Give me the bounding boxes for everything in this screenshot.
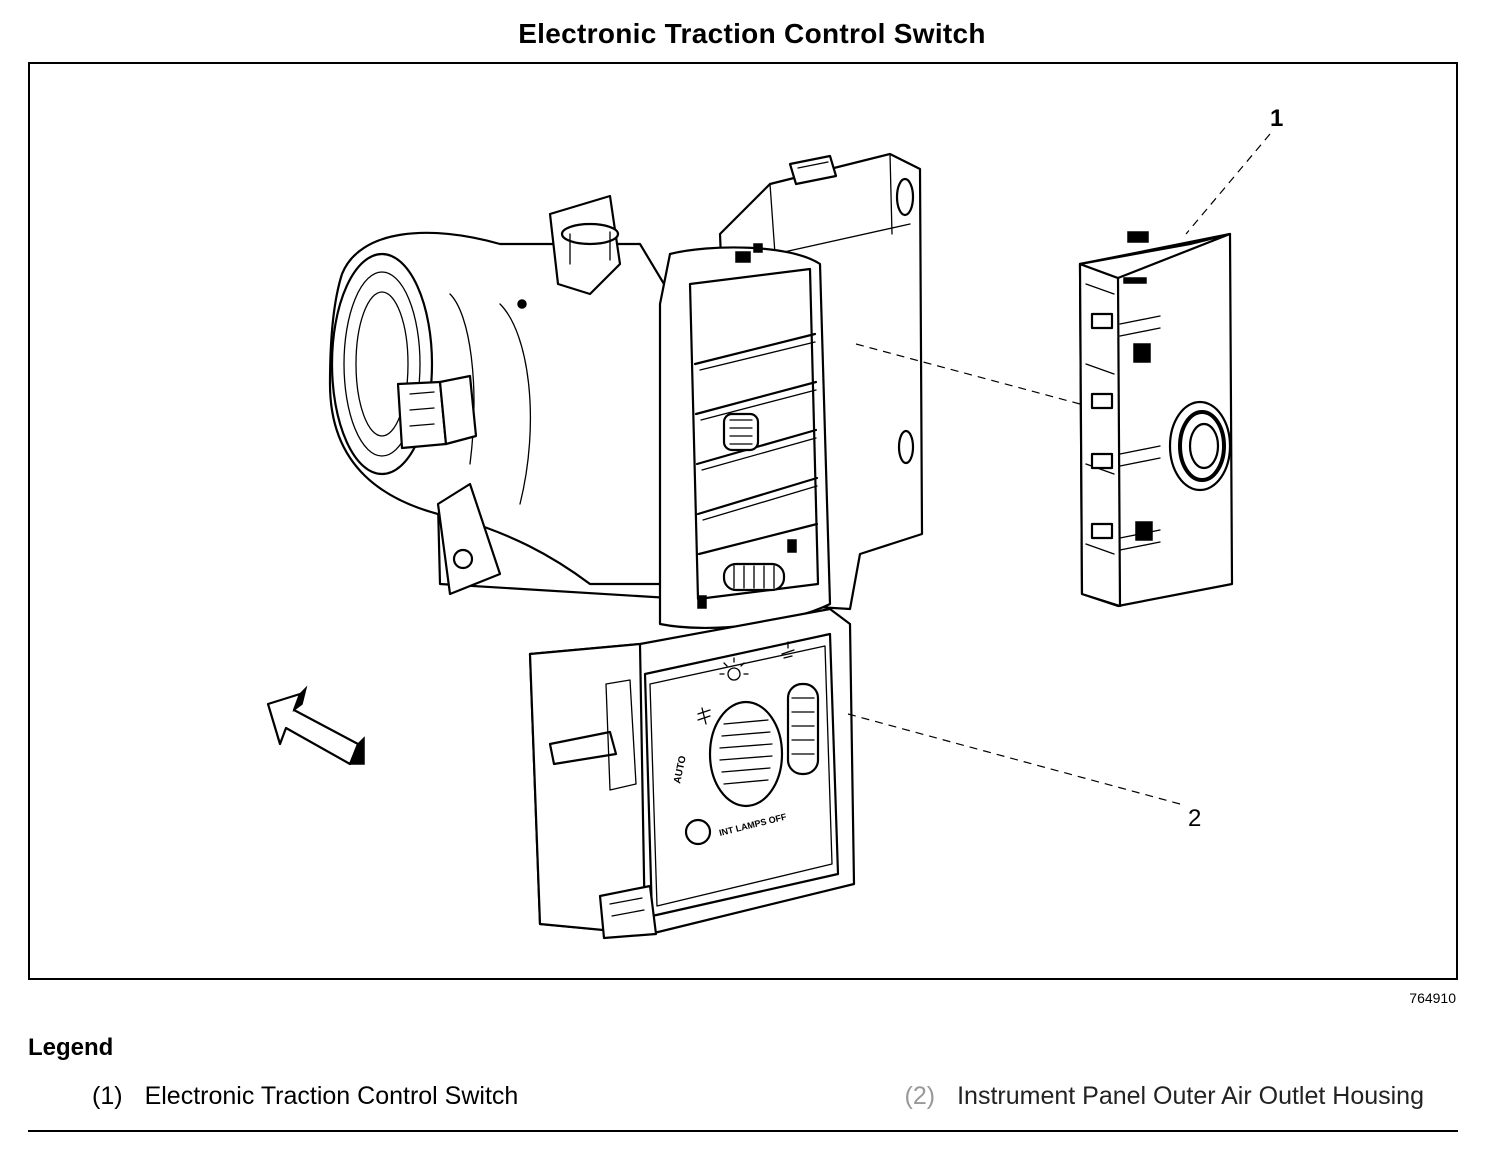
explode-line-upper xyxy=(855,343,1081,405)
parking-lamp-icon xyxy=(697,707,711,725)
legend-item-text: Electronic Traction Control Switch xyxy=(144,1082,519,1110)
exploded-view-illustration: AUTO INT LAMPS OFF xyxy=(266,105,1283,940)
legend-item-number: (1) xyxy=(92,1082,123,1110)
legend-item: (2) Instrument Panel Outer Air Outlet Hou… xyxy=(905,1082,1424,1111)
duct-side-clip xyxy=(396,380,448,450)
headlamp-rotary-knob xyxy=(708,700,784,808)
tcs-push-button xyxy=(1168,400,1232,492)
legend-item-text: Instrument Panel Outer Air Outlet Housin… xyxy=(957,1082,1424,1110)
callout-1: 1 xyxy=(1270,105,1283,132)
traction-control-switch xyxy=(1078,231,1234,608)
louver-adjust-knob xyxy=(722,412,760,452)
figure-id: 764910 xyxy=(1409,990,1456,1006)
legend-item-number: (2) xyxy=(904,1082,936,1110)
legend-item: (1) Electronic Traction Control Switch xyxy=(92,1082,518,1111)
bottom-divider xyxy=(28,1130,1458,1132)
headlamp-icon xyxy=(719,657,749,681)
front-of-vehicle-arrow-icon xyxy=(266,685,365,766)
callout-2: 2 xyxy=(1188,805,1201,832)
switch-top-face xyxy=(1078,232,1232,280)
diagram-frame: AUTO INT LAMPS OFF xyxy=(28,62,1458,980)
leader-line-2 xyxy=(847,713,1181,805)
leader-line-1 xyxy=(1185,133,1271,235)
air-outlet-housing: AUTO INT LAMPS OFF xyxy=(328,152,924,940)
duct-hinge-pin xyxy=(548,194,622,296)
dome-lamp-icon xyxy=(781,641,795,659)
dimmer-thumbwheel xyxy=(786,682,820,776)
legend-heading: Legend xyxy=(28,1034,114,1061)
page-title: Electronic Traction Control Switch xyxy=(518,18,986,49)
